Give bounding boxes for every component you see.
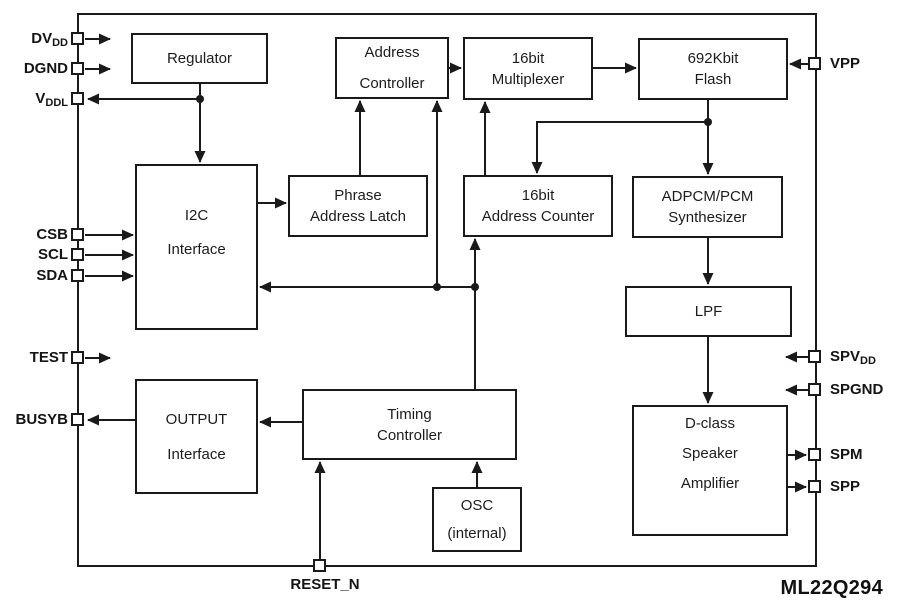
pin-label-vpp: VPP xyxy=(830,55,861,72)
block-phrase-address-latch-label: Phrase Address Latch xyxy=(310,187,406,225)
block-adpcm-pcm-synthesizer: ADPCM/PCM Synthesizer xyxy=(632,176,783,238)
block-osc-internal: OSC (internal) xyxy=(432,487,522,552)
pin-sda xyxy=(71,269,84,282)
block-output-interface-label: OUTPUT Interface xyxy=(165,410,228,463)
block-regulator: Regulator xyxy=(131,33,268,84)
block-dclass-speaker-amplifier: D-class Speaker Amplifier xyxy=(632,405,788,536)
block-lpf: LPF xyxy=(625,286,792,337)
pin-spgnd xyxy=(808,383,821,396)
pin-spvdd xyxy=(808,350,821,363)
block-phrase-address-latch: Phrase Address Latch xyxy=(288,175,428,237)
pin-label-spm: SPM xyxy=(830,446,863,463)
pin-spp xyxy=(808,480,821,493)
chip-boundary xyxy=(77,13,817,567)
pin-csb xyxy=(71,228,84,241)
pin-spm xyxy=(808,448,821,461)
block-692kbit-flash: 692Kbit Flash xyxy=(638,38,788,100)
block-dclass-speaker-amplifier-label: D-class Speaker Amplifier xyxy=(680,414,740,492)
pin-label-spp: SPP xyxy=(830,478,861,495)
pin-dgnd xyxy=(71,62,84,75)
block-address-controller-label: Address Controller xyxy=(359,44,425,92)
pin-vddl xyxy=(71,92,84,105)
chip-part-number: ML22Q294 xyxy=(780,577,883,599)
pin-vpp xyxy=(808,57,821,70)
block-timing-controller: Timing Controller xyxy=(302,389,517,460)
block-16bit-multiplexer: 16bit Multiplexer xyxy=(463,37,593,100)
pin-dvdd xyxy=(71,32,84,45)
junction-dots xyxy=(196,95,712,291)
pin-label-csb: CSB xyxy=(36,226,68,243)
block-16bit-address-counter: 16bit Address Counter xyxy=(463,175,613,237)
pin-reset-n xyxy=(313,559,326,572)
pin-label-reset-n: RESET_N xyxy=(290,576,360,593)
block-timing-controller-label: Timing Controller xyxy=(376,405,443,444)
block-osc-internal-label: OSC (internal) xyxy=(447,496,507,542)
block-i2c-interface: I2C Interface xyxy=(135,164,258,330)
pin-label-test: TEST xyxy=(29,349,68,366)
pin-scl xyxy=(71,248,84,261)
block-16bit-address-counter-label: 16bit Address Counter xyxy=(481,187,595,225)
pin-label-dgnd: DGND xyxy=(23,60,68,77)
block-output-interface: OUTPUT Interface xyxy=(135,379,258,494)
pin-label-busyb: BUSYB xyxy=(15,411,68,428)
pin-label-scl: SCL xyxy=(38,246,68,263)
pin-busyb xyxy=(71,413,84,426)
block-i2c-interface-label: I2C Interface xyxy=(167,207,226,258)
pin-label-spvdd: SPVDD xyxy=(830,348,876,367)
pin-test xyxy=(71,351,84,364)
pin-label-vddl: VDDL xyxy=(35,90,68,109)
pin-label-dvdd: DVDD xyxy=(31,30,68,49)
block-692kbit-flash-label: 692Kbit Flash xyxy=(687,50,739,88)
block-address-controller: Address Controller xyxy=(335,37,449,99)
pin-label-spgnd: SPGND xyxy=(830,381,884,398)
block-16bit-multiplexer-label: 16bit Multiplexer xyxy=(491,49,565,88)
block-regulator-label: Regulator xyxy=(166,50,233,67)
block-adpcm-pcm-synthesizer-label: ADPCM/PCM Synthesizer xyxy=(661,188,754,226)
block-lpf-label: LPF xyxy=(694,303,723,320)
pin-label-sda: SDA xyxy=(36,267,68,284)
